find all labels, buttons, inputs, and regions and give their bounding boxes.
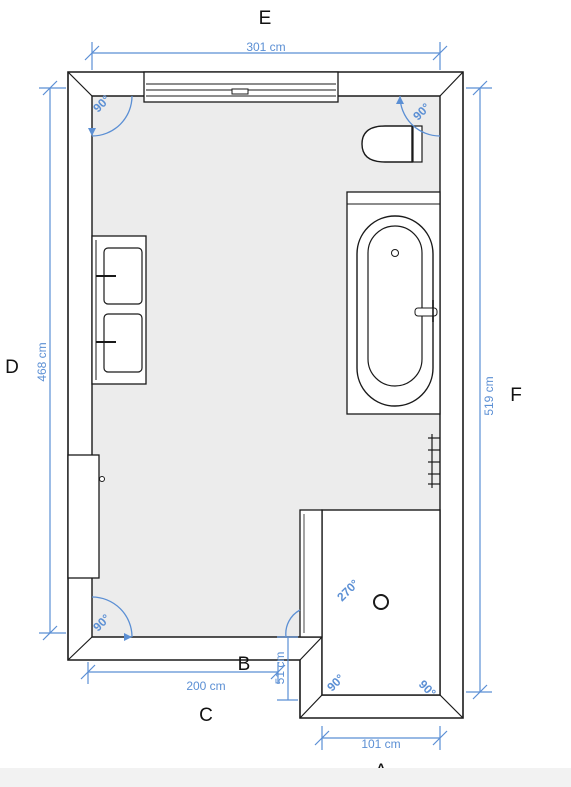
- cabinet[interactable]: [67, 454, 105, 579]
- window[interactable]: [143, 71, 339, 103]
- wall-label-b[interactable]: B: [238, 654, 251, 675]
- angle-arrows: [88, 96, 404, 641]
- bottom-strip: [0, 768, 571, 787]
- shower-tray[interactable]: [321, 509, 441, 696]
- dimension-top-width: 301 cm: [246, 40, 285, 54]
- toilet[interactable]: [361, 125, 423, 163]
- shower-drain: [373, 594, 389, 610]
- dimension-lines: [39, 42, 492, 750]
- dimension-left-height: 468 cm: [35, 342, 49, 381]
- door[interactable]: [299, 509, 323, 638]
- dimension-shower-width: 101 cm: [361, 737, 400, 751]
- dimension-right-height: 519 cm: [482, 376, 496, 415]
- wall-label-f[interactable]: F: [510, 385, 522, 406]
- double-sink-vanity[interactable]: [91, 235, 147, 385]
- towel-radiator[interactable]: [428, 434, 440, 488]
- wall-label-c[interactable]: C: [199, 705, 213, 726]
- dimension-bottom-width: 200 cm: [186, 679, 225, 693]
- wall-corner-lines: [67, 71, 464, 719]
- bathtub[interactable]: [346, 191, 441, 415]
- dimension-notch-height: 51 cm: [273, 652, 287, 685]
- wall-label-e[interactable]: E: [259, 8, 272, 29]
- wall-label-d[interactable]: D: [5, 357, 19, 378]
